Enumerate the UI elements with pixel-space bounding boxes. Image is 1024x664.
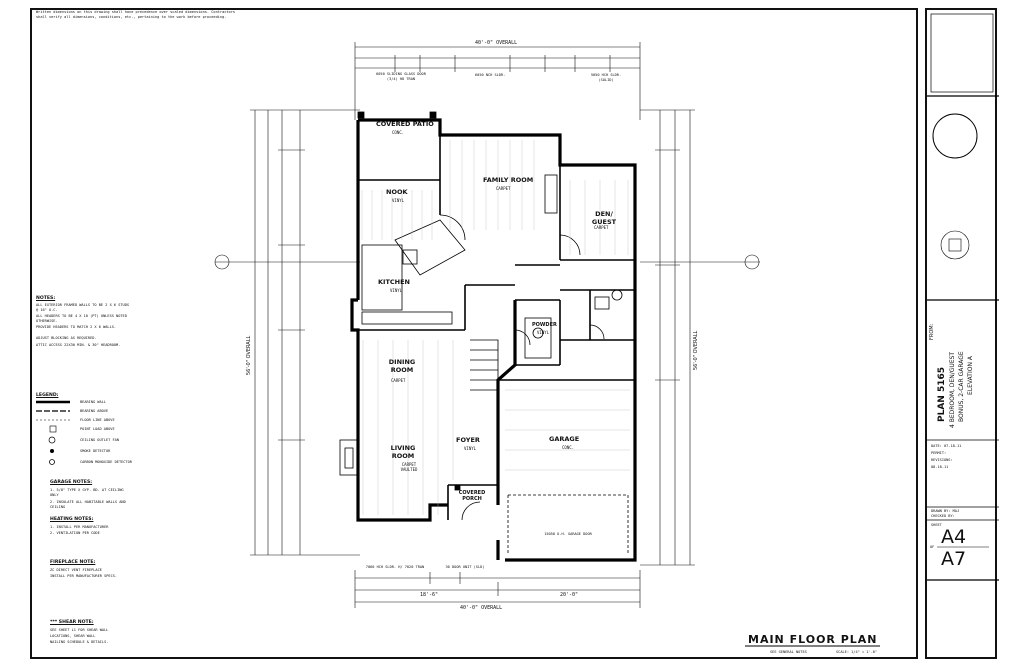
label-garage-door: 15050 O.H. GARAGE DOOR — [544, 532, 592, 536]
notes-general-4: ADJUST BLOCKING AS REQUIRED. — [36, 336, 97, 340]
legend-floor-line: FLOOR LINE ABOVE — [80, 418, 115, 422]
notes-heating-title: HEATING NOTES: — [50, 517, 94, 522]
room-dining-floor: CARPET — [391, 378, 406, 383]
room-patio: COVERED PATIO — [376, 120, 434, 128]
notes-fireplace-1: ZC DIRECT VENT FIREPLACE — [50, 568, 102, 572]
top-general-note: Written dimensions on this drawing shall… — [36, 10, 236, 19]
notes-general-title: NOTES: — [36, 296, 56, 301]
notes-heating-2: 2. VENTILATION PER CODE — [50, 531, 100, 535]
room-powder-floor: VINYL — [537, 330, 550, 335]
date-label: DATE: 07-18-11 — [931, 444, 962, 448]
checked-by: CHECKED BY: — [931, 514, 955, 518]
notes-legend-title: LEGEND: — [36, 393, 59, 398]
room-family: FAMILY ROOM — [483, 176, 534, 184]
room-dining: DINING ROOM — [388, 358, 416, 374]
room-kitchen: KITCHEN — [378, 278, 410, 286]
notes-general-2: ALL HEADERS TO BE 4 X 10 (PT) UNLESS NOT… — [36, 314, 127, 323]
label-slider-top-mid: 6050 NCH SLDR. — [475, 73, 506, 77]
room-living: LIVING ROOM — [390, 444, 416, 460]
notes-shear-title: *** SHEAR NOTE: — [50, 620, 94, 625]
legend-point-load: POINT LOAD ABOVE — [80, 427, 115, 431]
plan-number: PLAN 5165 — [937, 366, 947, 422]
room-nook-floor: VINYL — [392, 198, 405, 203]
room-den-floor: CARPET — [594, 225, 609, 230]
revision-1: 08-18-11 — [931, 465, 949, 469]
room-porch: COVERED PORCH — [458, 490, 486, 502]
legend-smoke-detector: SMOKE DETECTOR — [80, 449, 111, 453]
notes-fireplace-title: FIREPLACE NOTE: — [50, 560, 96, 565]
room-garage-floor: CONC. — [562, 445, 575, 450]
general-notes-ref: SEE GENERAL NOTES — [770, 650, 807, 654]
legend-bearing-wall: BEARING WALL — [80, 400, 106, 404]
revisions-label: REVISIONS: — [931, 458, 953, 462]
notes-shear-2: LOCATIONS, SHEAR WALL — [50, 634, 96, 638]
overall-dim-bottom: 40'-0" OVERALL — [460, 605, 503, 611]
permit-label: PERMIT: — [931, 451, 947, 455]
label-slider-top-left: 6050 SLIDING GLASS DOOR (3/4) HD TRAN — [376, 72, 426, 81]
bottom-seg-left: 18'-6" — [420, 592, 439, 598]
room-foyer: FOYER — [456, 436, 480, 444]
plan-desc-2: BONUS, 2-CAR GARAGE — [958, 351, 965, 422]
drawing-scale: SCALE: 1/4" = 1'-0" — [836, 650, 878, 654]
room-den: DEN/ GUEST — [591, 210, 617, 226]
notes-fireplace-2: INSTALL PER MANUFACTURER SPECS. — [50, 574, 118, 578]
overall-dim-top: 40'-0" OVERALL — [475, 40, 518, 46]
notes-general-5: ATTIC ACCESS 22X30 MIN. & 30" HEADROOM. — [36, 343, 121, 347]
room-powder: POWDER — [532, 322, 557, 328]
plan-desc-1: 4 BEDROOM, DEN/GUEST — [949, 351, 956, 428]
room-kitchen-floor: VINYL — [390, 288, 403, 293]
room-foyer-floor: VINYL — [464, 446, 477, 451]
room-family-floor: CARPET — [496, 186, 511, 191]
sheet-of: OF — [930, 545, 935, 549]
sheet-label: SHEET — [931, 523, 942, 527]
plan-desc-3: ELEVATION A — [967, 356, 974, 395]
sheet-total: A7 — [941, 548, 967, 570]
room-garage: GARAGE — [549, 435, 580, 443]
bottom-seg-right: 20'-0" — [560, 592, 579, 598]
notes-garage-1: 1. 5/8" TYPE X GYP. BD. AT CEILING ONLY — [50, 488, 124, 497]
from-label: FROM: — [929, 323, 935, 340]
notes-heating-1: 1. INSTALL PER MANUFACTURER — [50, 525, 109, 529]
notes-garage-title: GARAGE NOTES: — [50, 480, 93, 485]
drawing-title: MAIN FLOOR PLAN — [748, 633, 878, 646]
label-slider-top-right: 5050 HCH SLDR. (SOLID) — [590, 73, 622, 82]
legend-ceiling-fan: CEILING OUTLET FAN — [80, 438, 119, 442]
title-block-lines — [927, 13, 999, 581]
notes-garage-2: 2. INSULATE ALL HABITABLE WALLS AND CEIL… — [50, 500, 126, 509]
notes-shear-3: NAILING SCHEDULE & DETAILS. — [50, 640, 109, 644]
drawing-sheet-border — [30, 8, 918, 659]
drawn-by: DRAWN BY: MAJ — [931, 509, 960, 513]
title-block: PLAN 5165 4 BEDROOM, DEN/GUEST BONUS, 2-… — [925, 8, 999, 659]
legend-co-detector: CARBON MONOXIDE DETECTOR — [80, 460, 132, 464]
label-front-window: 7060 HCH SLDR. H/ 7020 TRAN — [365, 565, 425, 569]
legend-bearing-above: BEARING ABOVE — [80, 409, 109, 413]
label-entry-door: 30 DOOR UNIT (SLD) — [445, 565, 485, 569]
room-living-floor: CARPET VAULTED — [400, 462, 418, 472]
room-nook: NOOK — [386, 188, 408, 196]
sheet-number: A4 — [941, 526, 967, 548]
notes-shear-1: SEE SHEET L1 FOR SHEAR WALL — [50, 628, 109, 632]
notes-general-1: ALL EXTERIOR FRAMED WALLS TO BE 2 X 6 ST… — [36, 303, 130, 312]
room-patio-floor: CONC. — [392, 130, 405, 135]
notes-general-3: PROVIDE HEADERS TO MATCH 2 X 6 WALLS. — [36, 325, 117, 329]
